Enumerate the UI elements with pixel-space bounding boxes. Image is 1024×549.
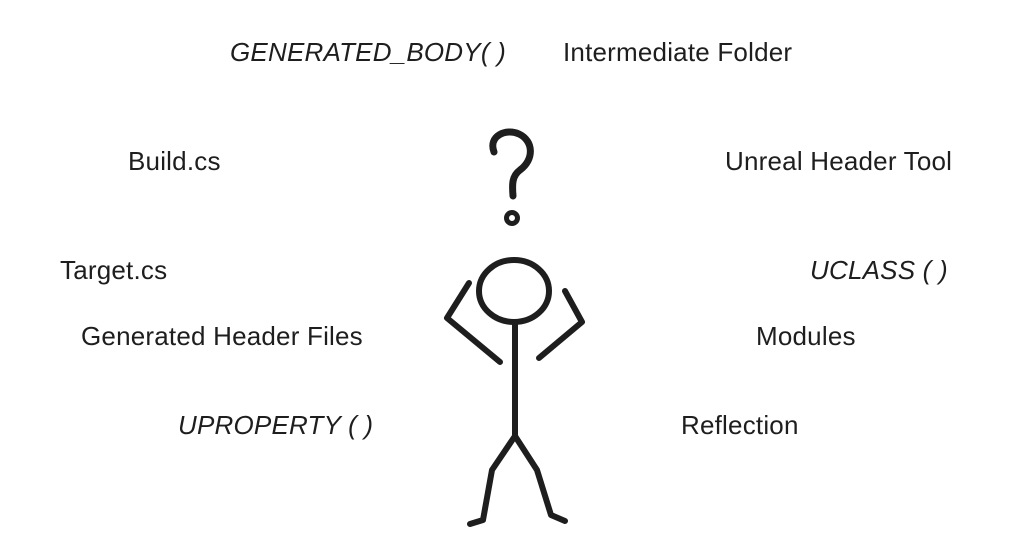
figure-right-leg — [512, 433, 568, 524]
term-build-cs: Build.cs — [128, 146, 221, 176]
term-uproperty: UPROPERTY ( ) — [178, 410, 374, 440]
term-generated-header-files: Generated Header Files — [81, 321, 363, 351]
term-target-cs: Target.cs — [60, 255, 168, 285]
figure-right-arm — [536, 288, 585, 361]
term-reflection: Reflection — [681, 410, 799, 440]
question-mark-dot — [504, 210, 520, 226]
term-uclass: UCLASS ( ) — [810, 255, 948, 285]
term-modules: Modules — [756, 321, 856, 351]
figure-left-leg — [467, 433, 518, 527]
figure-head — [476, 257, 552, 325]
question-mark-hook — [489, 128, 534, 200]
term-intermediate-folder: Intermediate Folder — [563, 37, 793, 67]
term-unreal-header-tool: Unreal Header Tool — [725, 146, 953, 176]
term-generated-body: GENERATED_BODY( ) — [230, 37, 506, 67]
figure-left-arm — [444, 280, 503, 365]
